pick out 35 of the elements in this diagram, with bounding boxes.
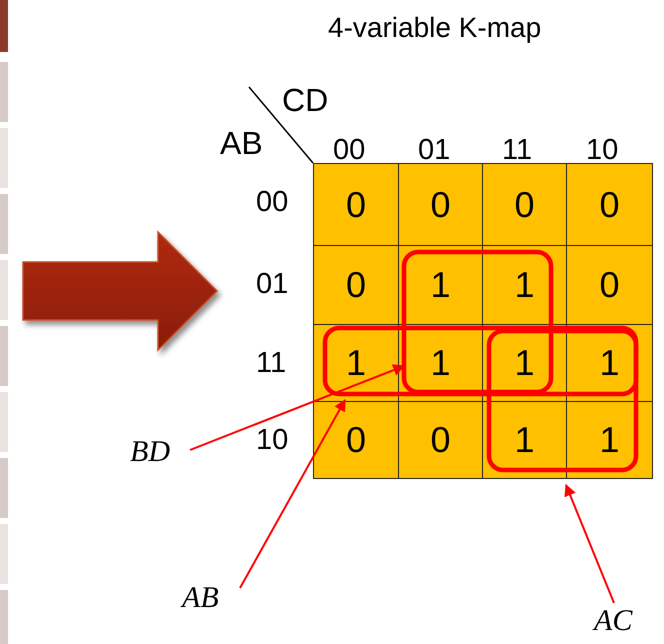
- diagram-title: 4-variable K-map: [328, 14, 542, 42]
- cell-value: 1: [514, 345, 535, 381]
- column-variable-label: CD: [282, 84, 328, 116]
- row-header: 01: [256, 270, 288, 299]
- term-label: AC: [594, 606, 632, 636]
- row-variable-label: AB: [220, 127, 263, 159]
- column-header: 10: [586, 136, 618, 165]
- cell-value: 1: [514, 422, 535, 458]
- cell-value: 1: [599, 422, 620, 458]
- row-header: 10: [256, 426, 288, 455]
- cell-value: 1: [430, 345, 451, 381]
- leader-arrow: [239, 398, 346, 588]
- column-header: 01: [418, 136, 450, 165]
- column-header: 11: [502, 136, 532, 165]
- term-label: AB: [182, 583, 219, 613]
- cell-value: 0: [346, 422, 366, 458]
- cell-value: 1: [430, 267, 451, 303]
- cell-value: 1: [346, 345, 366, 381]
- group-loop: [402, 250, 554, 394]
- leader-arrow: [564, 484, 615, 604]
- cell-value: 0: [599, 186, 620, 222]
- group-loop: [486, 328, 638, 472]
- row-header: 11: [256, 349, 286, 378]
- column-header: 00: [333, 136, 366, 165]
- cell-value: 0: [430, 422, 451, 458]
- cell-value: 0: [346, 186, 366, 222]
- row-header: 00: [256, 188, 288, 217]
- cell-value: 1: [514, 267, 535, 303]
- term-label: BD: [130, 437, 170, 467]
- cell-value: 0: [430, 186, 451, 222]
- cell-value: 0: [346, 267, 366, 303]
- cell-value: 0: [514, 186, 535, 222]
- cell-value: 0: [599, 267, 620, 303]
- group-loop: [322, 326, 638, 396]
- cell-value: 1: [599, 345, 620, 381]
